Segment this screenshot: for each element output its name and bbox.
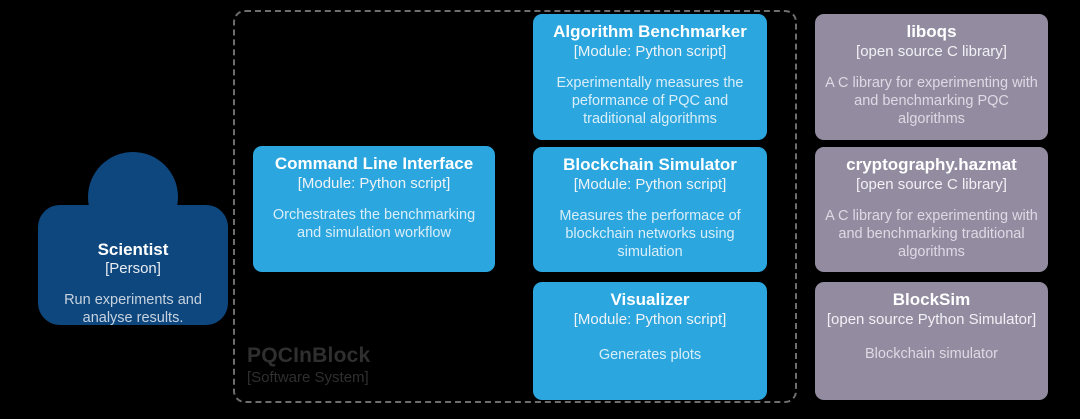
external-system-title: liboqs	[906, 22, 957, 41]
external-system-tech: [open source C library]	[856, 42, 1007, 60]
container-description: Experimentally measures the peformance o…	[556, 74, 744, 128]
container-tech: [Module: Python script]	[573, 310, 727, 328]
system-boundary-title: PQCInBlock	[247, 344, 371, 367]
container-command-line-interface[interactable]: Command Line Interface [Module: Python s…	[253, 146, 495, 272]
system-boundary-pqcinblock	[233, 10, 797, 403]
container-title: Visualizer	[610, 290, 690, 309]
external-system-title: BlockSim	[892, 290, 971, 309]
container-title: Command Line Interface	[274, 154, 474, 173]
container-description: Measures the performace of blockchain ne…	[559, 207, 741, 261]
system-boundary-subtitle: [Software System]	[247, 368, 369, 386]
external-system-cryptography-hazmat[interactable]: cryptography.hazmat [open source C libra…	[815, 147, 1048, 272]
person-scientist[interactable]: Scientist [Person] Run experiments and a…	[38, 152, 228, 327]
external-system-title: cryptography.hazmat	[846, 155, 1017, 174]
container-tech: [Module: Python script]	[573, 175, 727, 193]
person-body: Scientist [Person] Run experiments and a…	[38, 205, 228, 327]
container-title: Blockchain Simulator	[563, 155, 737, 174]
container-title: Algorithm Benchmarker	[553, 22, 747, 41]
container-visualizer[interactable]: Visualizer [Module: Python script] Gener…	[533, 282, 767, 400]
person-description: Run experiments and analyse results.	[64, 292, 202, 327]
container-algorithm-benchmarker[interactable]: Algorithm Benchmarker [Module: Python sc…	[533, 14, 767, 140]
external-system-blocksim[interactable]: BlockSim [open source Python Simulator] …	[815, 282, 1048, 400]
external-system-tech: [open source Python Simulator]	[826, 310, 1037, 328]
person-title: Scientist	[97, 240, 169, 259]
container-blockchain-simulator[interactable]: Blockchain Simulator [Module: Python scr…	[533, 147, 767, 272]
container-description: Generates plots	[598, 346, 702, 363]
external-system-description: Blockchain simulator	[865, 345, 998, 362]
external-system-liboqs[interactable]: liboqs [open source C library] A C libra…	[815, 14, 1048, 140]
container-description: Orchestrates the benchmarking and simula…	[272, 206, 476, 241]
external-system-tech: [open source C library]	[856, 175, 1007, 193]
external-system-description: A C library for experimenting with and b…	[825, 207, 1038, 261]
container-tech: [Module: Python script]	[573, 42, 727, 60]
system-boundary-label: PQCInBlock [Software System]	[247, 344, 477, 386]
person-type: [Person]	[105, 260, 161, 278]
external-system-description: A C library for experimenting with and b…	[825, 74, 1038, 128]
container-tech: [Module: Python script]	[297, 174, 451, 192]
